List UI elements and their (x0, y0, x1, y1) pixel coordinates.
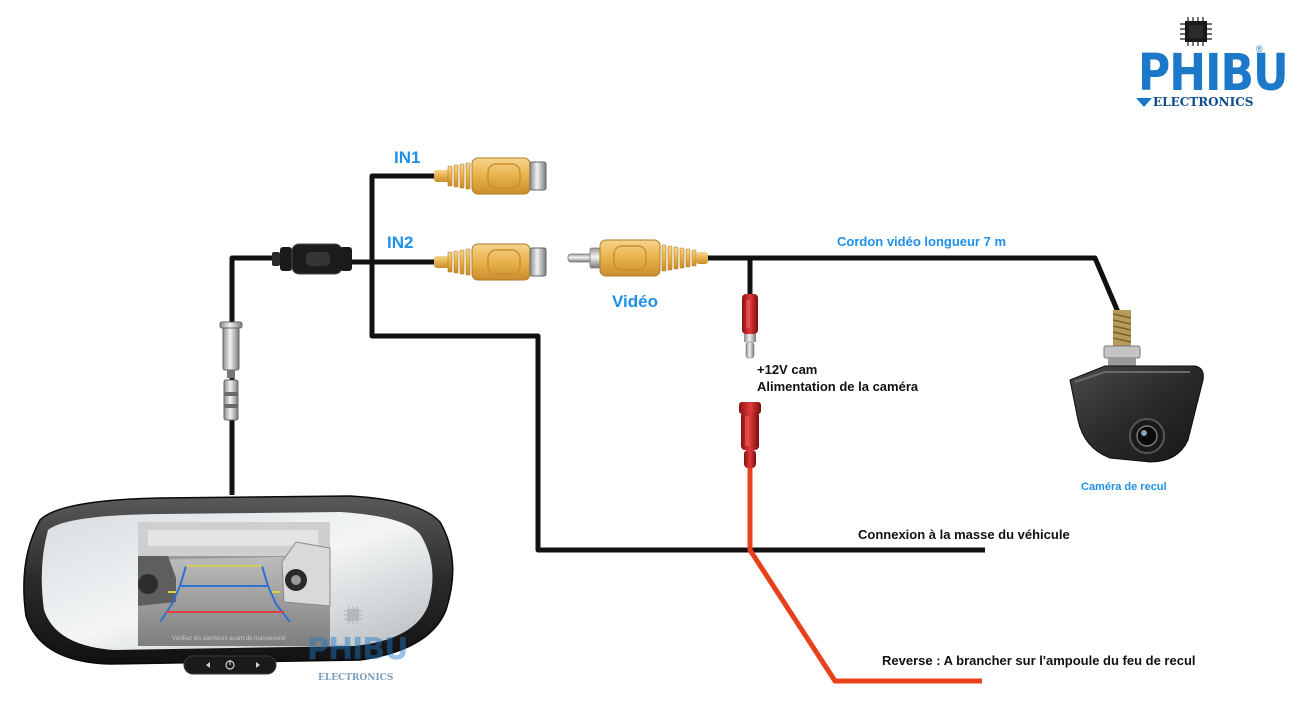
reverse-wire (747, 465, 982, 684)
logo-registered-mark: ® (1256, 44, 1263, 54)
reverse-female-plug (739, 402, 761, 468)
power-male-plug (742, 294, 758, 359)
video-label: Vidéo (612, 292, 658, 311)
ground-feed-cable (369, 262, 985, 553)
logo-brand: PHIBU (1138, 44, 1289, 103)
rca-video-connector (567, 239, 708, 277)
in1-label: IN1 (394, 148, 421, 167)
screen-caption: Vérifiez les alentours avant de manoeuvr… (172, 636, 287, 642)
power-icon (225, 660, 235, 670)
watermark-chip-icon (344, 606, 362, 624)
watermark-brand: PHIBU (307, 632, 408, 667)
camera-video-cable (706, 255, 1121, 313)
power-label-line1: +12V cam (757, 362, 818, 377)
camera-screen (138, 522, 331, 646)
rca-in1-connector (434, 157, 547, 195)
rca-in2-connector (434, 243, 547, 281)
cable-length-label: Cordon vidéo longueur 7 m (837, 234, 1007, 249)
splitter-box (272, 243, 352, 275)
watermark-subtitle: ELECTRONICS (318, 673, 394, 683)
in2-label: IN2 (387, 233, 414, 252)
logo-subtitle: ELECTRONICS (1153, 95, 1254, 109)
power-label-line2: Alimentation de la caméra (757, 379, 919, 394)
reverse-label: Reverse : A brancher sur l'ampoule du fe… (882, 653, 1196, 668)
mirror-cable (229, 255, 275, 495)
rearview-mirror-monitor (23, 495, 454, 675)
logo-triangle-icon (1136, 98, 1152, 107)
left-arrow-icon (206, 662, 210, 668)
reverse-camera (1069, 310, 1204, 463)
black-wires (229, 173, 1121, 553)
mirror-connector (219, 321, 243, 421)
chip-icon (1180, 17, 1212, 46)
ground-label: Connexion à la masse du véhicule (858, 527, 1070, 542)
right-arrow-icon (256, 662, 260, 668)
camera-label: Caméra de recul (1081, 481, 1167, 493)
